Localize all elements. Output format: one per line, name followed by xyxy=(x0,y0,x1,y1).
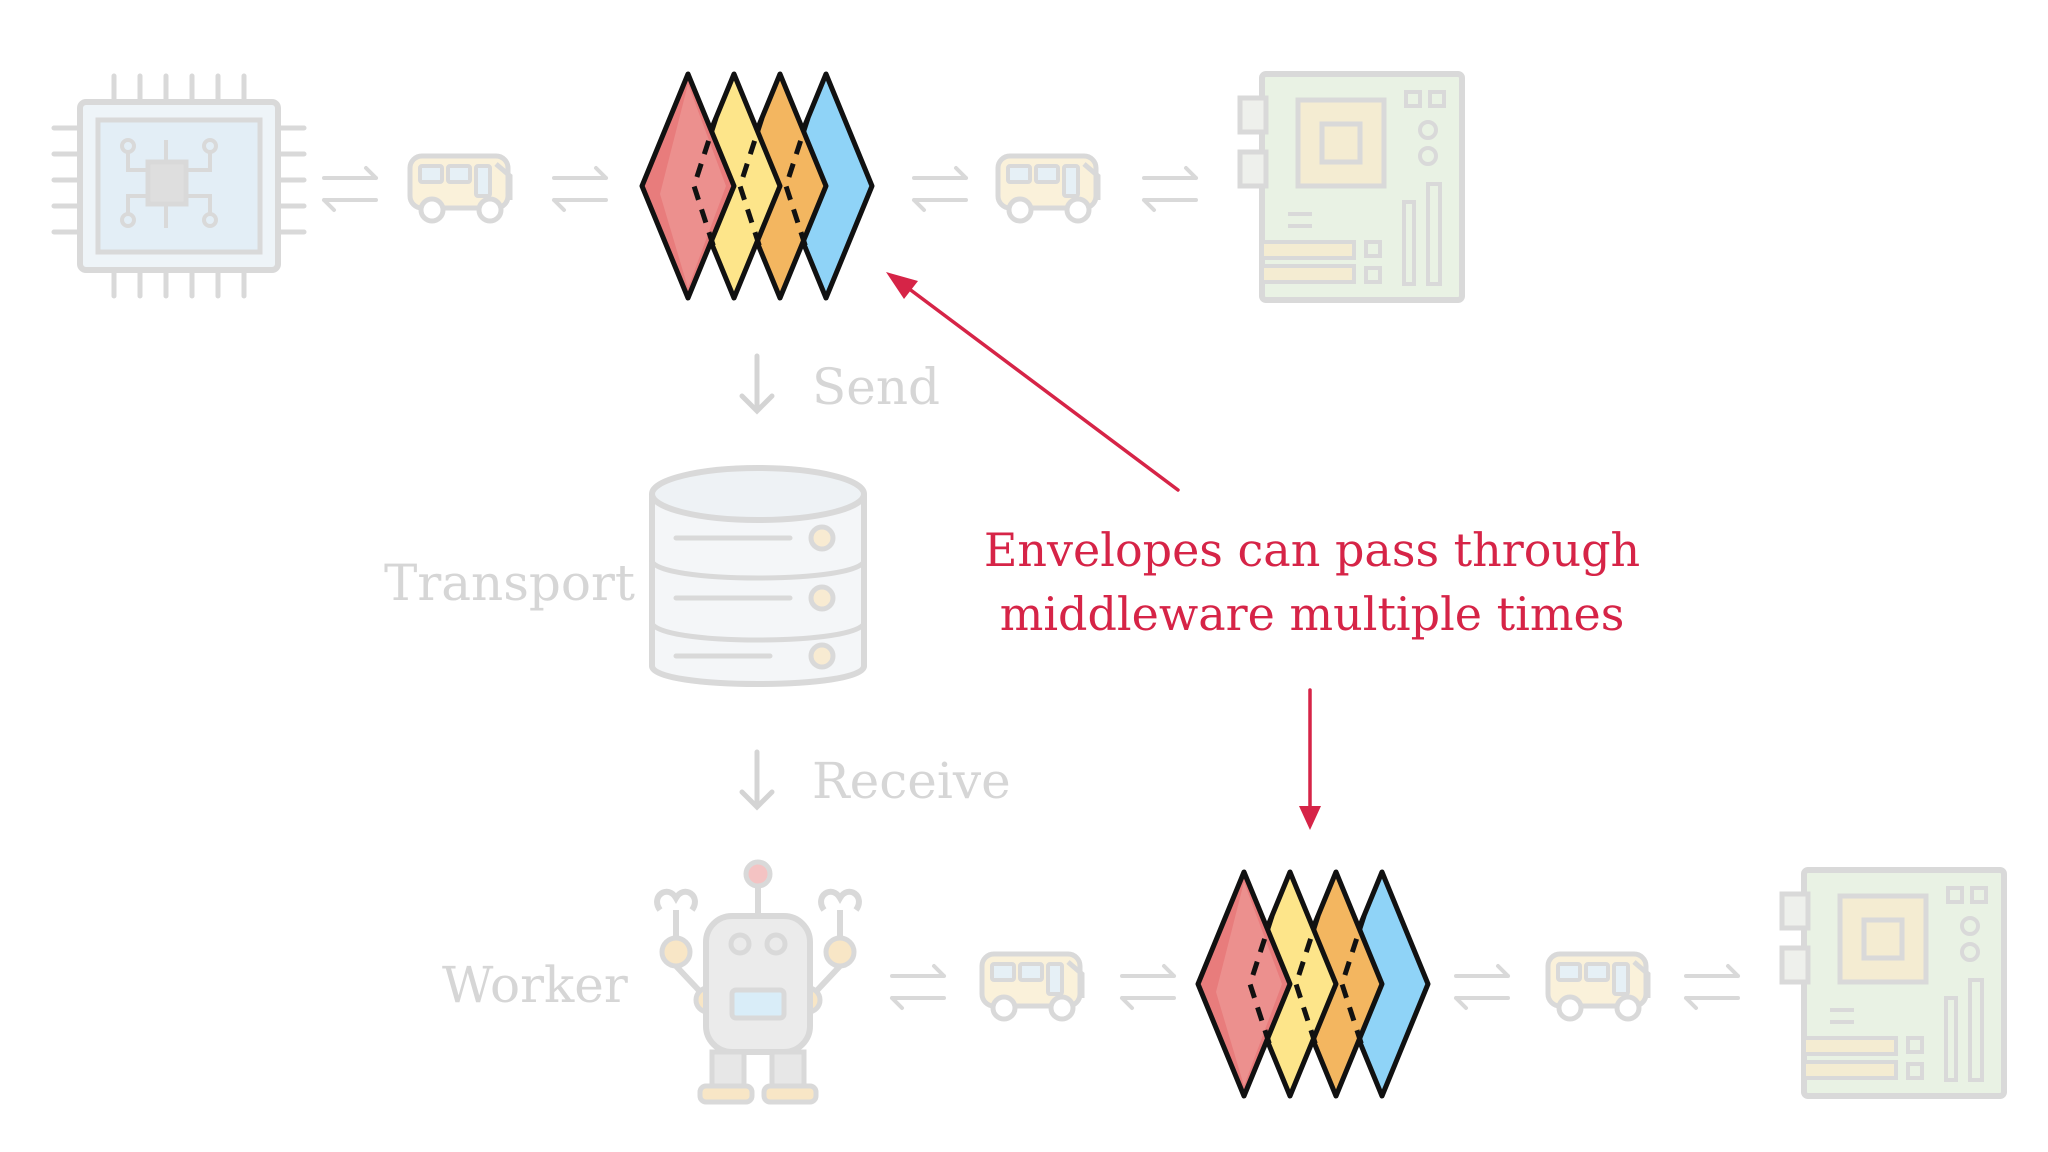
middleware-stack-icon xyxy=(642,74,872,298)
bus-icon xyxy=(982,954,1082,1019)
motherboard-icon xyxy=(1782,870,2004,1096)
bidirectional-arrow-icon xyxy=(1142,166,1198,212)
bidirectional-arrow-icon xyxy=(1454,964,1510,1010)
down-arrow-icon xyxy=(739,749,775,811)
bidirectional-arrow-icon xyxy=(1684,964,1740,1010)
middleware-stack-icon xyxy=(1198,872,1428,1096)
receive-label: Receive xyxy=(812,752,1011,810)
callout-arrow-down xyxy=(1299,688,1321,830)
transport-label: Transport xyxy=(384,554,636,612)
bidirectional-arrow-icon xyxy=(890,964,946,1010)
callout-line-2: middleware multiple times xyxy=(999,587,1625,641)
database-icon xyxy=(649,465,867,687)
callout-line-1: Envelopes can pass through xyxy=(983,523,1641,577)
bus-icon xyxy=(410,156,510,221)
bus-icon xyxy=(1548,954,1648,1019)
callout-text: Envelopes can pass through middleware mu… xyxy=(942,518,1682,646)
worker-label: Worker xyxy=(442,956,628,1014)
bidirectional-arrow-icon xyxy=(322,166,378,212)
bus-icon xyxy=(998,156,1098,221)
down-arrow-icon xyxy=(739,353,775,415)
cpu-chip-icon xyxy=(51,73,307,299)
callout-arrow-up xyxy=(886,272,1180,492)
robot-icon xyxy=(654,859,862,1105)
send-label: Send xyxy=(812,358,941,416)
bidirectional-arrow-icon xyxy=(1120,964,1176,1010)
bidirectional-arrow-icon xyxy=(912,166,968,212)
bidirectional-arrow-icon xyxy=(552,166,608,212)
motherboard-icon xyxy=(1240,74,1462,300)
